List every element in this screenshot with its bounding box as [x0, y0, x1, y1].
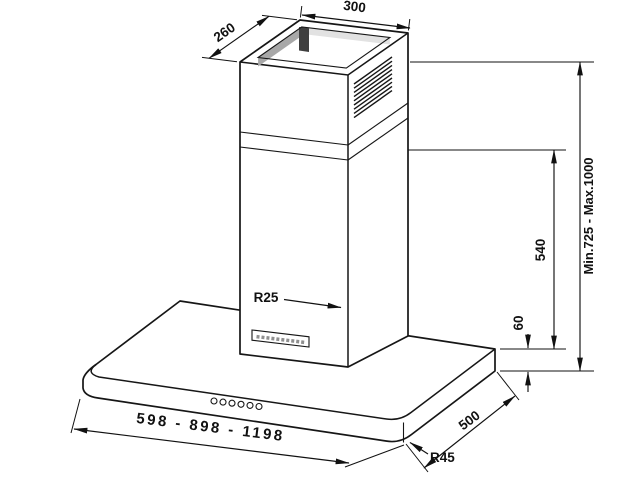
louver-slat [353, 60, 393, 89]
flue-pipe-shadow [299, 27, 309, 52]
callout-body-radius-label: R45 [430, 450, 455, 465]
button-3 [228, 399, 236, 407]
brand-plate [251, 329, 310, 348]
dim-body-height: 60 [500, 315, 542, 392]
dim-chimney-height: 540 [408, 149, 566, 350]
seam-side-upper [347, 102, 409, 146]
dim-body-height-label: 60 [511, 315, 526, 330]
button-4 [237, 400, 245, 408]
dim-chimney-width-label: 300 [342, 0, 366, 15]
extension-line [407, 18, 411, 31]
chimney-duct [239, 19, 409, 368]
dimension-line [423, 395, 516, 469]
dim-body-depth-label: 500 [456, 408, 483, 434]
extension-line [496, 371, 520, 401]
extension-line [344, 444, 405, 468]
button-6 [255, 402, 263, 411]
callout-body-radius: R45 [409, 442, 455, 465]
louver-slat [353, 73, 393, 102]
callout-chimney-radius-label: R25 [254, 290, 279, 305]
louver-slat [353, 81, 393, 110]
section-seams [239, 102, 409, 161]
extension-line [70, 398, 81, 434]
seam-front-upper [239, 131, 349, 146]
button-1 [210, 397, 218, 405]
flue-opening-rim [256, 26, 392, 69]
canopy-top-front-edge [90, 348, 496, 421]
dim-overall-height: Min.725 - Max.1000 [410, 61, 596, 372]
dim-overall-height-label: Min.725 - Max.1000 [581, 157, 596, 274]
leader-line [283, 298, 342, 309]
dim-chimney-width: 300 [299, 0, 411, 31]
chimney-silhouette [239, 19, 409, 368]
brand-plate-logo [256, 334, 305, 345]
vent-louvers [353, 56, 393, 119]
louver-slat [353, 69, 393, 98]
dim-chimney-height-label: 540 [533, 239, 548, 262]
dimension-line [208, 15, 270, 59]
callout-chimney-radius: R25 [254, 290, 342, 309]
brand-plate-frame [251, 329, 310, 348]
louver-slat [353, 77, 393, 106]
louver-slat [353, 64, 393, 93]
extension-line [299, 5, 303, 18]
extension-line [201, 56, 238, 63]
control-buttons [210, 397, 263, 411]
leader-line [409, 442, 429, 455]
seam-front-lower [239, 146, 349, 161]
seam-side-lower [347, 117, 409, 161]
dimension-line [73, 427, 350, 465]
button-5 [246, 401, 254, 409]
louver-slat [353, 85, 393, 114]
flue-inner-back-wall [301, 26, 390, 45]
louver-slat [353, 56, 393, 85]
dimension-line [301, 13, 411, 30]
button-2 [219, 398, 227, 406]
louver-slat [353, 90, 393, 119]
